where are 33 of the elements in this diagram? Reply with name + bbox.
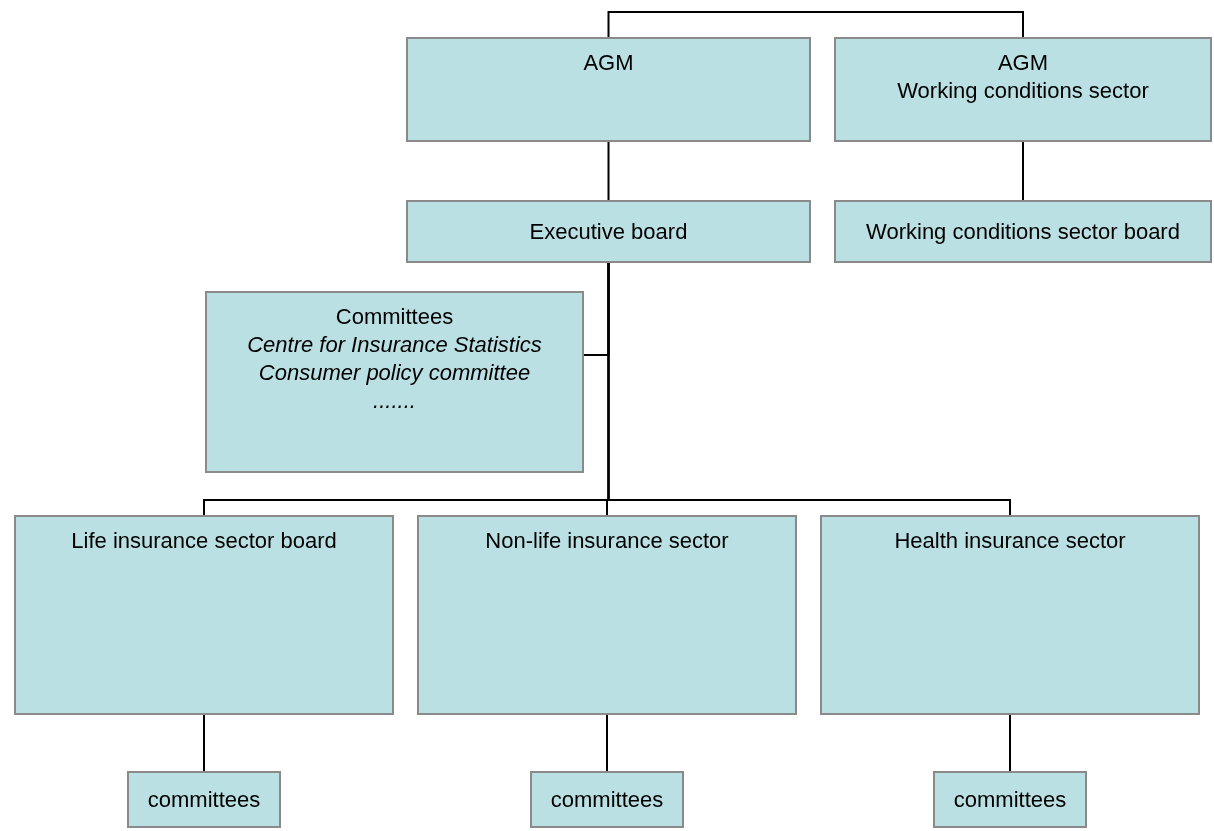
connector-line	[607, 141, 610, 201]
box-title: AGM	[997, 49, 1049, 77]
box-title: Committees	[335, 303, 454, 331]
connector-line	[1022, 141, 1024, 201]
org-box	[14, 515, 394, 715]
box-text: Consumer policy committee	[258, 359, 531, 387]
box-title: AGM	[583, 49, 634, 77]
box-title: Health insurance sector	[894, 527, 1126, 555]
box-title: Non-life insurance sector	[485, 527, 729, 555]
org-box	[406, 200, 811, 263]
box-text: Centre for Insurance Statistics	[247, 331, 542, 359]
connector-line	[607, 11, 1024, 38]
box-title: Working conditions sector board	[866, 217, 1180, 246]
org-box	[933, 771, 1087, 828]
box-title: committees	[953, 785, 1067, 814]
connector-line	[203, 714, 205, 772]
org-box	[834, 37, 1212, 142]
org-box	[205, 291, 584, 473]
box-title: committees	[147, 785, 261, 814]
org-box	[406, 37, 811, 142]
org-box	[530, 771, 684, 828]
connector-line	[1009, 714, 1011, 772]
org-box	[820, 515, 1200, 715]
box-title: Executive board	[529, 217, 688, 246]
org-box	[127, 771, 281, 828]
box-title: Life insurance sector board	[71, 527, 337, 555]
connector-line	[607, 262, 1011, 516]
org-box	[417, 515, 797, 715]
org-box	[834, 200, 1212, 263]
box-text: Working conditions sector	[897, 77, 1149, 105]
box-title: committees	[550, 785, 664, 814]
connector-line	[606, 714, 608, 772]
box-text: .......	[373, 387, 416, 415]
